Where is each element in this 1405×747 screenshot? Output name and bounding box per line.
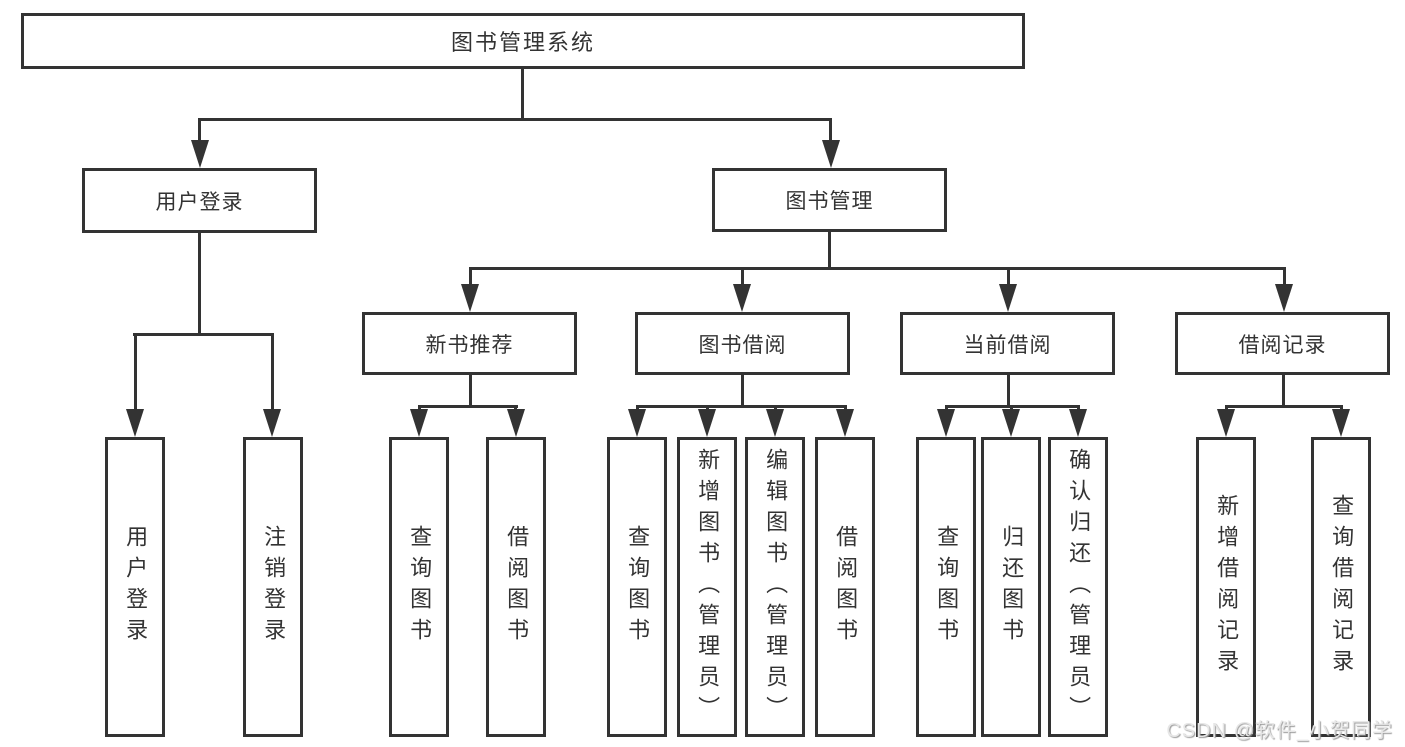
leaf-label: 用户登录: [123, 525, 149, 649]
leaf-borrow-book: 借阅图书: [815, 437, 875, 737]
arrow-down-icon: [461, 284, 479, 312]
arrow-down-icon: [263, 409, 281, 437]
arrow-down-icon: [507, 409, 525, 437]
connector: [469, 267, 1286, 270]
node-label: 图书借阅: [698, 333, 787, 357]
leaf-label: 归还图书: [999, 525, 1025, 649]
connector: [945, 405, 1080, 408]
leaf-add-borrow-record: 新增借阅记录: [1196, 437, 1256, 737]
node-book-management: 图书管理: [712, 168, 947, 232]
connector: [198, 118, 832, 121]
arrow-down-icon: [822, 140, 840, 168]
leaf-edit-book-admin: 编辑图书（管理员）: [745, 437, 805, 737]
leaf-label: 注销登录: [261, 525, 287, 649]
arrow-down-icon: [1069, 409, 1087, 437]
connector: [133, 333, 274, 336]
node-borrow-records: 借阅记录: [1175, 312, 1390, 375]
node-current-borrow: 当前借阅: [900, 312, 1115, 375]
arrow-down-icon: [698, 409, 716, 437]
leaf-label: 借阅图书: [833, 525, 859, 649]
leaf-label: 新增图书（管理员）: [695, 447, 721, 727]
leaf-label: 编辑图书（管理员）: [763, 447, 789, 727]
leaf-label: 查询借阅记录: [1329, 494, 1355, 680]
connector: [741, 375, 744, 407]
node-library-system: 图书管理系统: [21, 13, 1025, 69]
arrow-down-icon: [766, 409, 784, 437]
leaf-label: 新增借阅记录: [1214, 494, 1240, 680]
connector: [198, 120, 201, 142]
arrow-down-icon: [126, 409, 144, 437]
watermark: CSDN @软件_小贺同学: [1166, 720, 1393, 742]
arrow-down-icon: [191, 140, 209, 168]
arrow-down-icon: [733, 284, 751, 312]
connector: [134, 335, 137, 411]
node-label: 图书管理: [785, 190, 874, 213]
leaf-query-book-borrow: 查询图书: [607, 437, 667, 737]
arrow-down-icon: [1002, 409, 1020, 437]
leaf-label: 查询图书: [625, 525, 651, 649]
node-book-borrow: 图书借阅: [635, 312, 850, 375]
arrow-down-icon: [999, 284, 1017, 312]
arrow-down-icon: [1275, 284, 1293, 312]
connector: [469, 375, 472, 407]
arrow-down-icon: [937, 409, 955, 437]
node-label: 用户登录: [155, 190, 244, 214]
leaf-confirm-return-admin: 确认归还（管理员）: [1048, 437, 1108, 737]
arrow-down-icon: [836, 409, 854, 437]
connector: [418, 405, 518, 408]
leaf-borrow-book-recommend: 借阅图书: [486, 437, 546, 737]
connector: [1007, 375, 1010, 407]
leaf-label: 查询图书: [934, 525, 960, 649]
leaf-query-borrow-record: 查询借阅记录: [1311, 437, 1371, 737]
leaf-query-book-recommend: 查询图书: [389, 437, 449, 737]
arrow-down-icon: [1217, 409, 1235, 437]
arrow-down-icon: [410, 409, 428, 437]
connector: [828, 232, 831, 269]
connector: [469, 269, 472, 286]
leaf-label: 确认归还（管理员）: [1066, 447, 1092, 727]
leaf-label: 查询图书: [407, 525, 433, 649]
node-label: 图书管理系统: [450, 30, 595, 55]
node-label: 新书推荐: [425, 333, 514, 357]
arrow-down-icon: [628, 409, 646, 437]
node-user-login-branch: 用户登录: [82, 168, 317, 233]
connector: [521, 68, 524, 121]
connector: [1225, 405, 1343, 408]
connector: [1007, 269, 1010, 286]
node-label: 借阅记录: [1238, 333, 1327, 357]
leaf-return-book: 归还图书: [981, 437, 1041, 737]
arrow-down-icon: [1332, 409, 1350, 437]
node-new-book-recommend: 新书推荐: [362, 312, 577, 375]
connector: [636, 405, 847, 408]
connector: [741, 269, 744, 286]
connector: [1282, 375, 1285, 407]
connector: [198, 233, 201, 335]
connector: [829, 120, 832, 142]
leaf-logout: 注销登录: [243, 437, 303, 737]
leaf-query-book-current: 查询图书: [916, 437, 976, 737]
leaf-user-login: 用户登录: [105, 437, 165, 737]
leaf-label: 借阅图书: [504, 525, 530, 649]
node-label: 当前借阅: [963, 333, 1052, 357]
connector: [271, 335, 274, 411]
connector: [1283, 269, 1286, 286]
leaf-add-book-admin: 新增图书（管理员）: [677, 437, 737, 737]
